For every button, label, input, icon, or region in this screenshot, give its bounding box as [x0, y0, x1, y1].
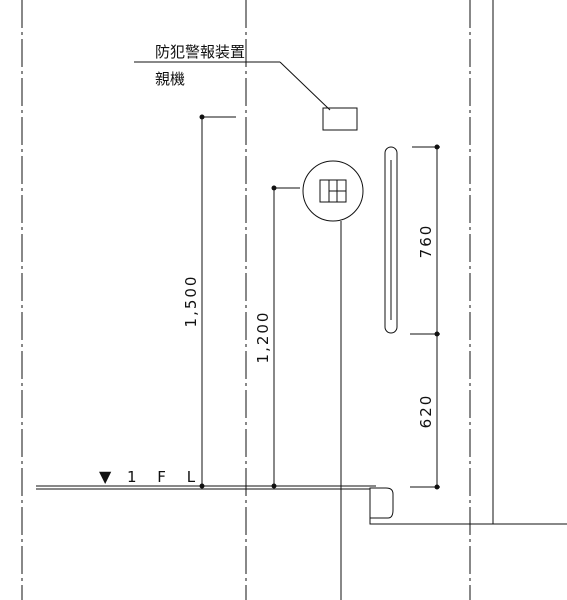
- floor-level-label: 1 F L: [127, 468, 203, 486]
- alarm-master-unit: [322, 107, 358, 131]
- floor-slab-line: [369, 488, 567, 525]
- switch-circle: [302, 160, 364, 222]
- device-label: 防犯警報装置: [155, 43, 245, 61]
- dim-620-label: 620: [417, 394, 435, 429]
- floor-step: [369, 487, 394, 519]
- leader-line: [279, 61, 331, 111]
- floor-level-marker: ▼: [99, 467, 112, 486]
- grab-bar: [384, 146, 398, 334]
- dim-1200-label: 1,200: [254, 311, 272, 364]
- dim-760-label: 760: [417, 224, 435, 259]
- device-sublabel: 親機: [155, 70, 185, 88]
- dim-1500-label: 1,500: [182, 275, 200, 328]
